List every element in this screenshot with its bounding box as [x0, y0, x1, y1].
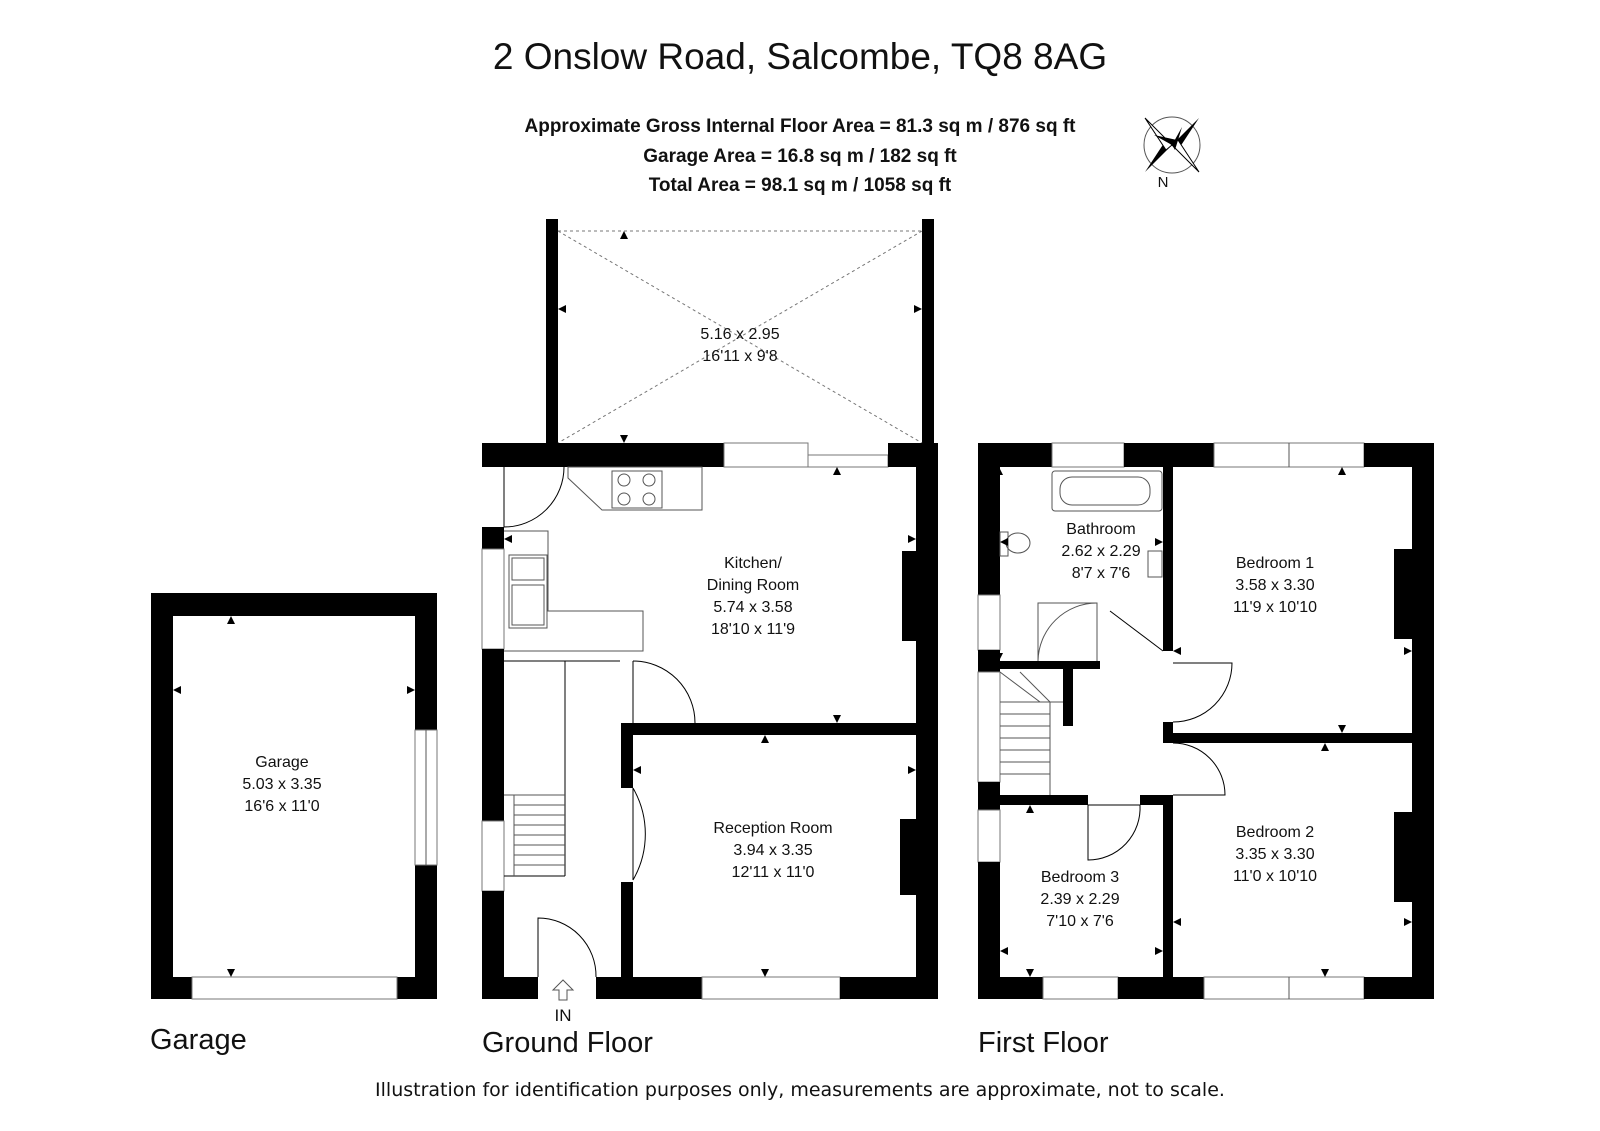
room-name: Dining Room: [706, 577, 800, 594]
back-door: [503, 466, 565, 528]
room-label-bedroom3: Bedroom 3 2.39 x 2.29 7'10 x 7'6: [1040, 867, 1119, 933]
floor-label-first: First Floor: [978, 1027, 1109, 1059]
room-metric: 5.03 x 3.35: [242, 776, 322, 793]
room-name: Bedroom 1: [1235, 555, 1315, 572]
entrance-arrow-icon: [551, 979, 575, 1001]
outdoor-area: [546, 219, 934, 444]
room-imperial: 11'9 x 10'10: [1232, 599, 1318, 616]
room-metric: 2.39 x 2.29: [1040, 891, 1120, 908]
kitchen-door: [632, 660, 696, 724]
dimension-arrows: [173, 231, 1412, 977]
room-metric: 3.35 x 3.30: [1235, 846, 1315, 863]
room-metric: 2.62 x 2.29: [1061, 543, 1141, 560]
room-label-kitchen: Kitchen/ Dining Room 5.74 x 3.58 18'10 x…: [707, 553, 799, 641]
entrance-label: IN: [554, 1006, 572, 1025]
room-imperial: 7'10 x 7'6: [1046, 913, 1114, 930]
bedroom3-door: [1087, 804, 1141, 861]
first-floor-plan: [977, 442, 1434, 1000]
kitchen-window: [723, 442, 809, 468]
room-metric: 3.58 x 3.30: [1235, 577, 1315, 594]
bedroom2-door: [1172, 742, 1226, 796]
room-label-outdoor: 5.16 x 2.95 16'11 x 9'8: [700, 324, 779, 368]
floor-label-garage: Garage: [150, 1024, 247, 1056]
room-name: Kitchen/: [724, 555, 782, 572]
compass-icon: [1143, 116, 1201, 174]
room-imperial: 12'11 x 11'0: [731, 864, 815, 881]
room-imperial: 16'11 x 9'8: [702, 348, 778, 365]
room-name: Garage: [255, 754, 309, 771]
ground-floor-plan: [481, 442, 938, 1001]
compass-label: N: [1157, 174, 1169, 191]
room-metric: 3.94 x 3.35: [733, 842, 813, 859]
room-imperial: 16'6 x 11'0: [244, 798, 320, 815]
reception-window: [701, 976, 841, 1000]
room-label-reception: Reception Room 3.94 x 3.35 12'11 x 11'0: [713, 818, 832, 884]
room-metric: 5.74 x 3.58: [713, 599, 793, 616]
bedroom1-door: [1172, 662, 1233, 723]
page-title: 2 Onslow Road, Salcombe, TQ8 8AG: [492, 36, 1108, 77]
room-label-bedroom2: Bedroom 2 3.35 x 3.30 11'0 x 10'10: [1233, 822, 1317, 888]
floor-label-ground: Ground Floor: [482, 1027, 653, 1059]
room-name: Bedroom 3: [1040, 869, 1120, 886]
room-imperial: 8'7 x 7'6: [1071, 565, 1131, 582]
bedroom2-window: [1203, 976, 1365, 1000]
room-name: Reception Room: [713, 820, 833, 837]
room-name: Bedroom 2: [1235, 824, 1315, 841]
room-label-bathroom: Bathroom 2.62 x 2.29 8'7 x 7'6: [1061, 519, 1140, 585]
garage-door: [191, 976, 398, 1000]
disclaimer: Illustration for identification purposes…: [375, 1079, 1225, 1101]
bedroom3-window: [1042, 976, 1119, 1000]
bathroom-door: [1109, 610, 1164, 652]
total-area-text: Total Area = 98.1 sq m / 1058 sq ft: [648, 175, 952, 196]
garage-plan: [151, 593, 438, 1000]
room-imperial: 11'0 x 10'10: [1232, 868, 1318, 885]
gross-area-text: Approximate Gross Internal Floor Area = …: [524, 116, 1076, 137]
room-name: Bathroom: [1066, 521, 1136, 538]
garage-area-text: Garage Area = 16.8 sq m / 182 sq ft: [643, 146, 957, 167]
room-label-garage: Garage 5.03 x 3.35 16'6 x 11'0: [242, 752, 321, 818]
reception-door: [632, 787, 646, 881]
room-metric: 5.16 x 2.95: [700, 326, 780, 343]
room-imperial: 18'10 x 11'9: [710, 621, 796, 638]
room-label-bedroom1: Bedroom 1 3.58 x 3.30 11'9 x 10'10: [1233, 553, 1317, 619]
front-door: [537, 917, 597, 978]
bathroom-window: [1051, 442, 1125, 468]
